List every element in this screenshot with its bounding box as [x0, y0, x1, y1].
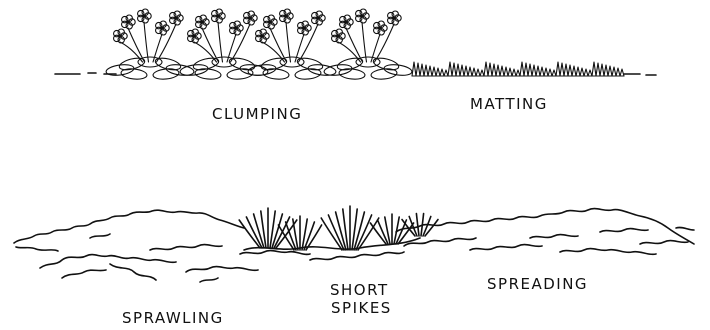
top-ground-line — [55, 73, 656, 75]
short-spikes-label-line1: SHORT — [330, 283, 389, 298]
sprawling-label: SPRAWLING — [122, 311, 224, 326]
clumping-plants-illustration — [105, 9, 412, 80]
clumping-label: CLUMPING — [212, 107, 302, 122]
matting-illustration — [412, 62, 624, 76]
clump-rosette-2 — [247, 9, 336, 80]
spreading-label: SPREADING — [487, 277, 588, 292]
matting-label: MATTING — [470, 97, 548, 112]
short-spikes-label-line2: SPIKES — [331, 301, 392, 316]
clump-rosette-3 — [323, 9, 412, 80]
